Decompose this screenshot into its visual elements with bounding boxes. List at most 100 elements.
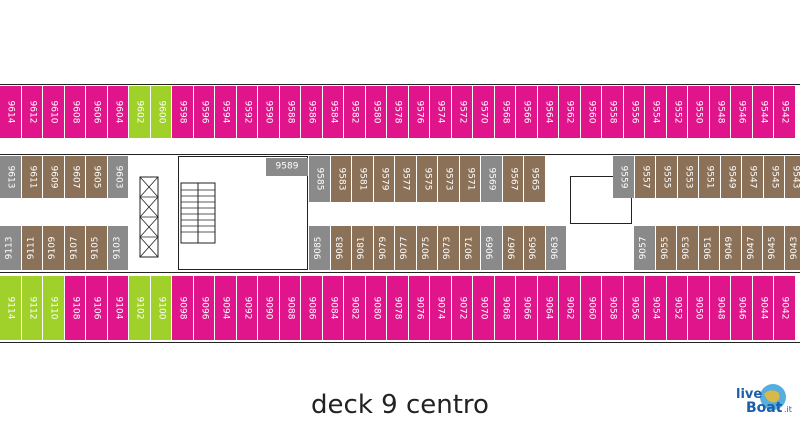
cabin-9058[interactable]: 9058 xyxy=(602,276,624,340)
cabin-9544[interactable]: 9544 xyxy=(752,86,774,138)
cabin-9574[interactable]: 9574 xyxy=(430,86,452,138)
cabin-9550[interactable]: 9550 xyxy=(688,86,710,138)
cabin-9548[interactable]: 9548 xyxy=(709,86,731,138)
cabin-9605[interactable]: 9605 xyxy=(86,156,108,198)
cabin-9609[interactable]: 9609 xyxy=(43,156,65,198)
cabin-9081[interactable]: 9081 xyxy=(352,226,374,270)
cabin-9112[interactable]: 9112 xyxy=(21,276,43,340)
cabin-9566[interactable]: 9566 xyxy=(516,86,538,138)
cabin-9077[interactable]: 9077 xyxy=(395,226,417,270)
cabin-9083[interactable]: 9083 xyxy=(330,226,352,270)
cabin-9080[interactable]: 9080 xyxy=(365,276,387,340)
cabin-9614[interactable]: 9614 xyxy=(0,86,22,138)
cabin-9603[interactable]: 9603 xyxy=(107,156,129,198)
cabin-9094[interactable]: 9094 xyxy=(215,276,237,340)
cabin-9054[interactable]: 9054 xyxy=(645,276,667,340)
cabin-9545[interactable]: 9545 xyxy=(763,156,785,198)
cabin-9543[interactable]: 9543 xyxy=(785,156,800,198)
cabin-9608[interactable]: 9608 xyxy=(64,86,86,138)
cabin-9064[interactable]: 9064 xyxy=(537,276,559,340)
cabin-9592[interactable]: 9592 xyxy=(236,86,258,138)
cabin-9594[interactable]: 9594 xyxy=(215,86,237,138)
cabin-9113[interactable]: 9113 xyxy=(0,226,22,270)
cabin-9557[interactable]: 9557 xyxy=(634,156,656,198)
cabin-9600[interactable]: 9600 xyxy=(150,86,172,138)
cabin-9542[interactable]: 9542 xyxy=(774,86,796,138)
cabin-9071[interactable]: 9071 xyxy=(459,226,481,270)
cabin-9613[interactable]: 9613 xyxy=(0,156,22,198)
cabin-9551[interactable]: 9551 xyxy=(699,156,721,198)
cabin-9602[interactable]: 9602 xyxy=(129,86,151,138)
cabin-9104[interactable]: 9104 xyxy=(107,276,129,340)
cabin-9109[interactable]: 9109 xyxy=(43,226,65,270)
cabin-9043[interactable]: 9043 xyxy=(784,226,800,270)
cabin-9048[interactable]: 9048 xyxy=(709,276,731,340)
cabin-9556[interactable]: 9556 xyxy=(623,86,645,138)
cabin-9086[interactable]: 9086 xyxy=(301,276,323,340)
cabin-9610[interactable]: 9610 xyxy=(43,86,65,138)
cabin-9078[interactable]: 9078 xyxy=(387,276,409,340)
cabin-9565[interactable]: 9565 xyxy=(524,156,546,202)
cabin-9581[interactable]: 9581 xyxy=(352,156,374,202)
cabin-9598[interactable]: 9598 xyxy=(172,86,194,138)
cabin-9090[interactable]: 9090 xyxy=(258,276,280,340)
cabin-9050[interactable]: 9050 xyxy=(688,276,710,340)
cabin-9604[interactable]: 9604 xyxy=(107,86,129,138)
cabin-9062[interactable]: 9062 xyxy=(559,276,581,340)
cabin-9606[interactable]: 9606 xyxy=(86,86,108,138)
cabin-9102[interactable]: 9102 xyxy=(129,276,151,340)
cabin-9110[interactable]: 9110 xyxy=(43,276,65,340)
cabin-9607[interactable]: 9607 xyxy=(64,156,86,198)
cabin-9575[interactable]: 9575 xyxy=(416,156,438,202)
cabin-9568[interactable]: 9568 xyxy=(494,86,516,138)
cabin-9045[interactable]: 9045 xyxy=(763,226,785,270)
cabin-9576[interactable]: 9576 xyxy=(408,86,430,138)
cabin-9082[interactable]: 9082 xyxy=(344,276,366,340)
cabin-9074[interactable]: 9074 xyxy=(430,276,452,340)
cabin-9088[interactable]: 9088 xyxy=(279,276,301,340)
cabin-9559[interactable]: 9559 xyxy=(613,156,635,198)
cabin-9057[interactable]: 9057 xyxy=(634,226,656,270)
cabin-9052[interactable]: 9052 xyxy=(666,276,688,340)
cabin-9612[interactable]: 9612 xyxy=(21,86,43,138)
cabin-9051[interactable]: 9051 xyxy=(698,226,720,270)
cabin-9579[interactable]: 9579 xyxy=(373,156,395,202)
cabin-9056[interactable]: 9056 xyxy=(623,276,645,340)
cabin-9069[interactable]: 9069 xyxy=(481,226,503,270)
cabin-9098[interactable]: 9098 xyxy=(172,276,194,340)
cabin-9611[interactable]: 9611 xyxy=(21,156,43,198)
cabin-9589[interactable]: 9589 xyxy=(266,158,308,176)
cabin-9075[interactable]: 9075 xyxy=(416,226,438,270)
cabin-9067[interactable]: 9067 xyxy=(502,226,524,270)
cabin-9103[interactable]: 9103 xyxy=(107,226,129,270)
cabin-9580[interactable]: 9580 xyxy=(365,86,387,138)
cabin-9555[interactable]: 9555 xyxy=(656,156,678,198)
cabin-9583[interactable]: 9583 xyxy=(330,156,352,202)
cabin-9570[interactable]: 9570 xyxy=(473,86,495,138)
cabin-9042[interactable]: 9042 xyxy=(774,276,796,340)
cabin-9569[interactable]: 9569 xyxy=(481,156,503,202)
cabin-9068[interactable]: 9068 xyxy=(494,276,516,340)
cabin-9558[interactable]: 9558 xyxy=(602,86,624,138)
cabin-9546[interactable]: 9546 xyxy=(731,86,753,138)
cabin-9100[interactable]: 9100 xyxy=(150,276,172,340)
cabin-9092[interactable]: 9092 xyxy=(236,276,258,340)
cabin-9076[interactable]: 9076 xyxy=(408,276,430,340)
cabin-9070[interactable]: 9070 xyxy=(473,276,495,340)
cabin-9571[interactable]: 9571 xyxy=(459,156,481,202)
cabin-9111[interactable]: 9111 xyxy=(21,226,43,270)
cabin-9066[interactable]: 9066 xyxy=(516,276,538,340)
cabin-9549[interactable]: 9549 xyxy=(720,156,742,198)
cabin-9096[interactable]: 9096 xyxy=(193,276,215,340)
cabin-9584[interactable]: 9584 xyxy=(322,86,344,138)
cabin-9084[interactable]: 9084 xyxy=(322,276,344,340)
cabin-9578[interactable]: 9578 xyxy=(387,86,409,138)
cabin-9573[interactable]: 9573 xyxy=(438,156,460,202)
cabin-9079[interactable]: 9079 xyxy=(373,226,395,270)
cabin-9106[interactable]: 9106 xyxy=(86,276,108,340)
cabin-9590[interactable]: 9590 xyxy=(258,86,280,138)
cabin-9596[interactable]: 9596 xyxy=(193,86,215,138)
cabin-9085[interactable]: 9085 xyxy=(309,226,331,270)
cabin-9073[interactable]: 9073 xyxy=(438,226,460,270)
cabin-9564[interactable]: 9564 xyxy=(537,86,559,138)
